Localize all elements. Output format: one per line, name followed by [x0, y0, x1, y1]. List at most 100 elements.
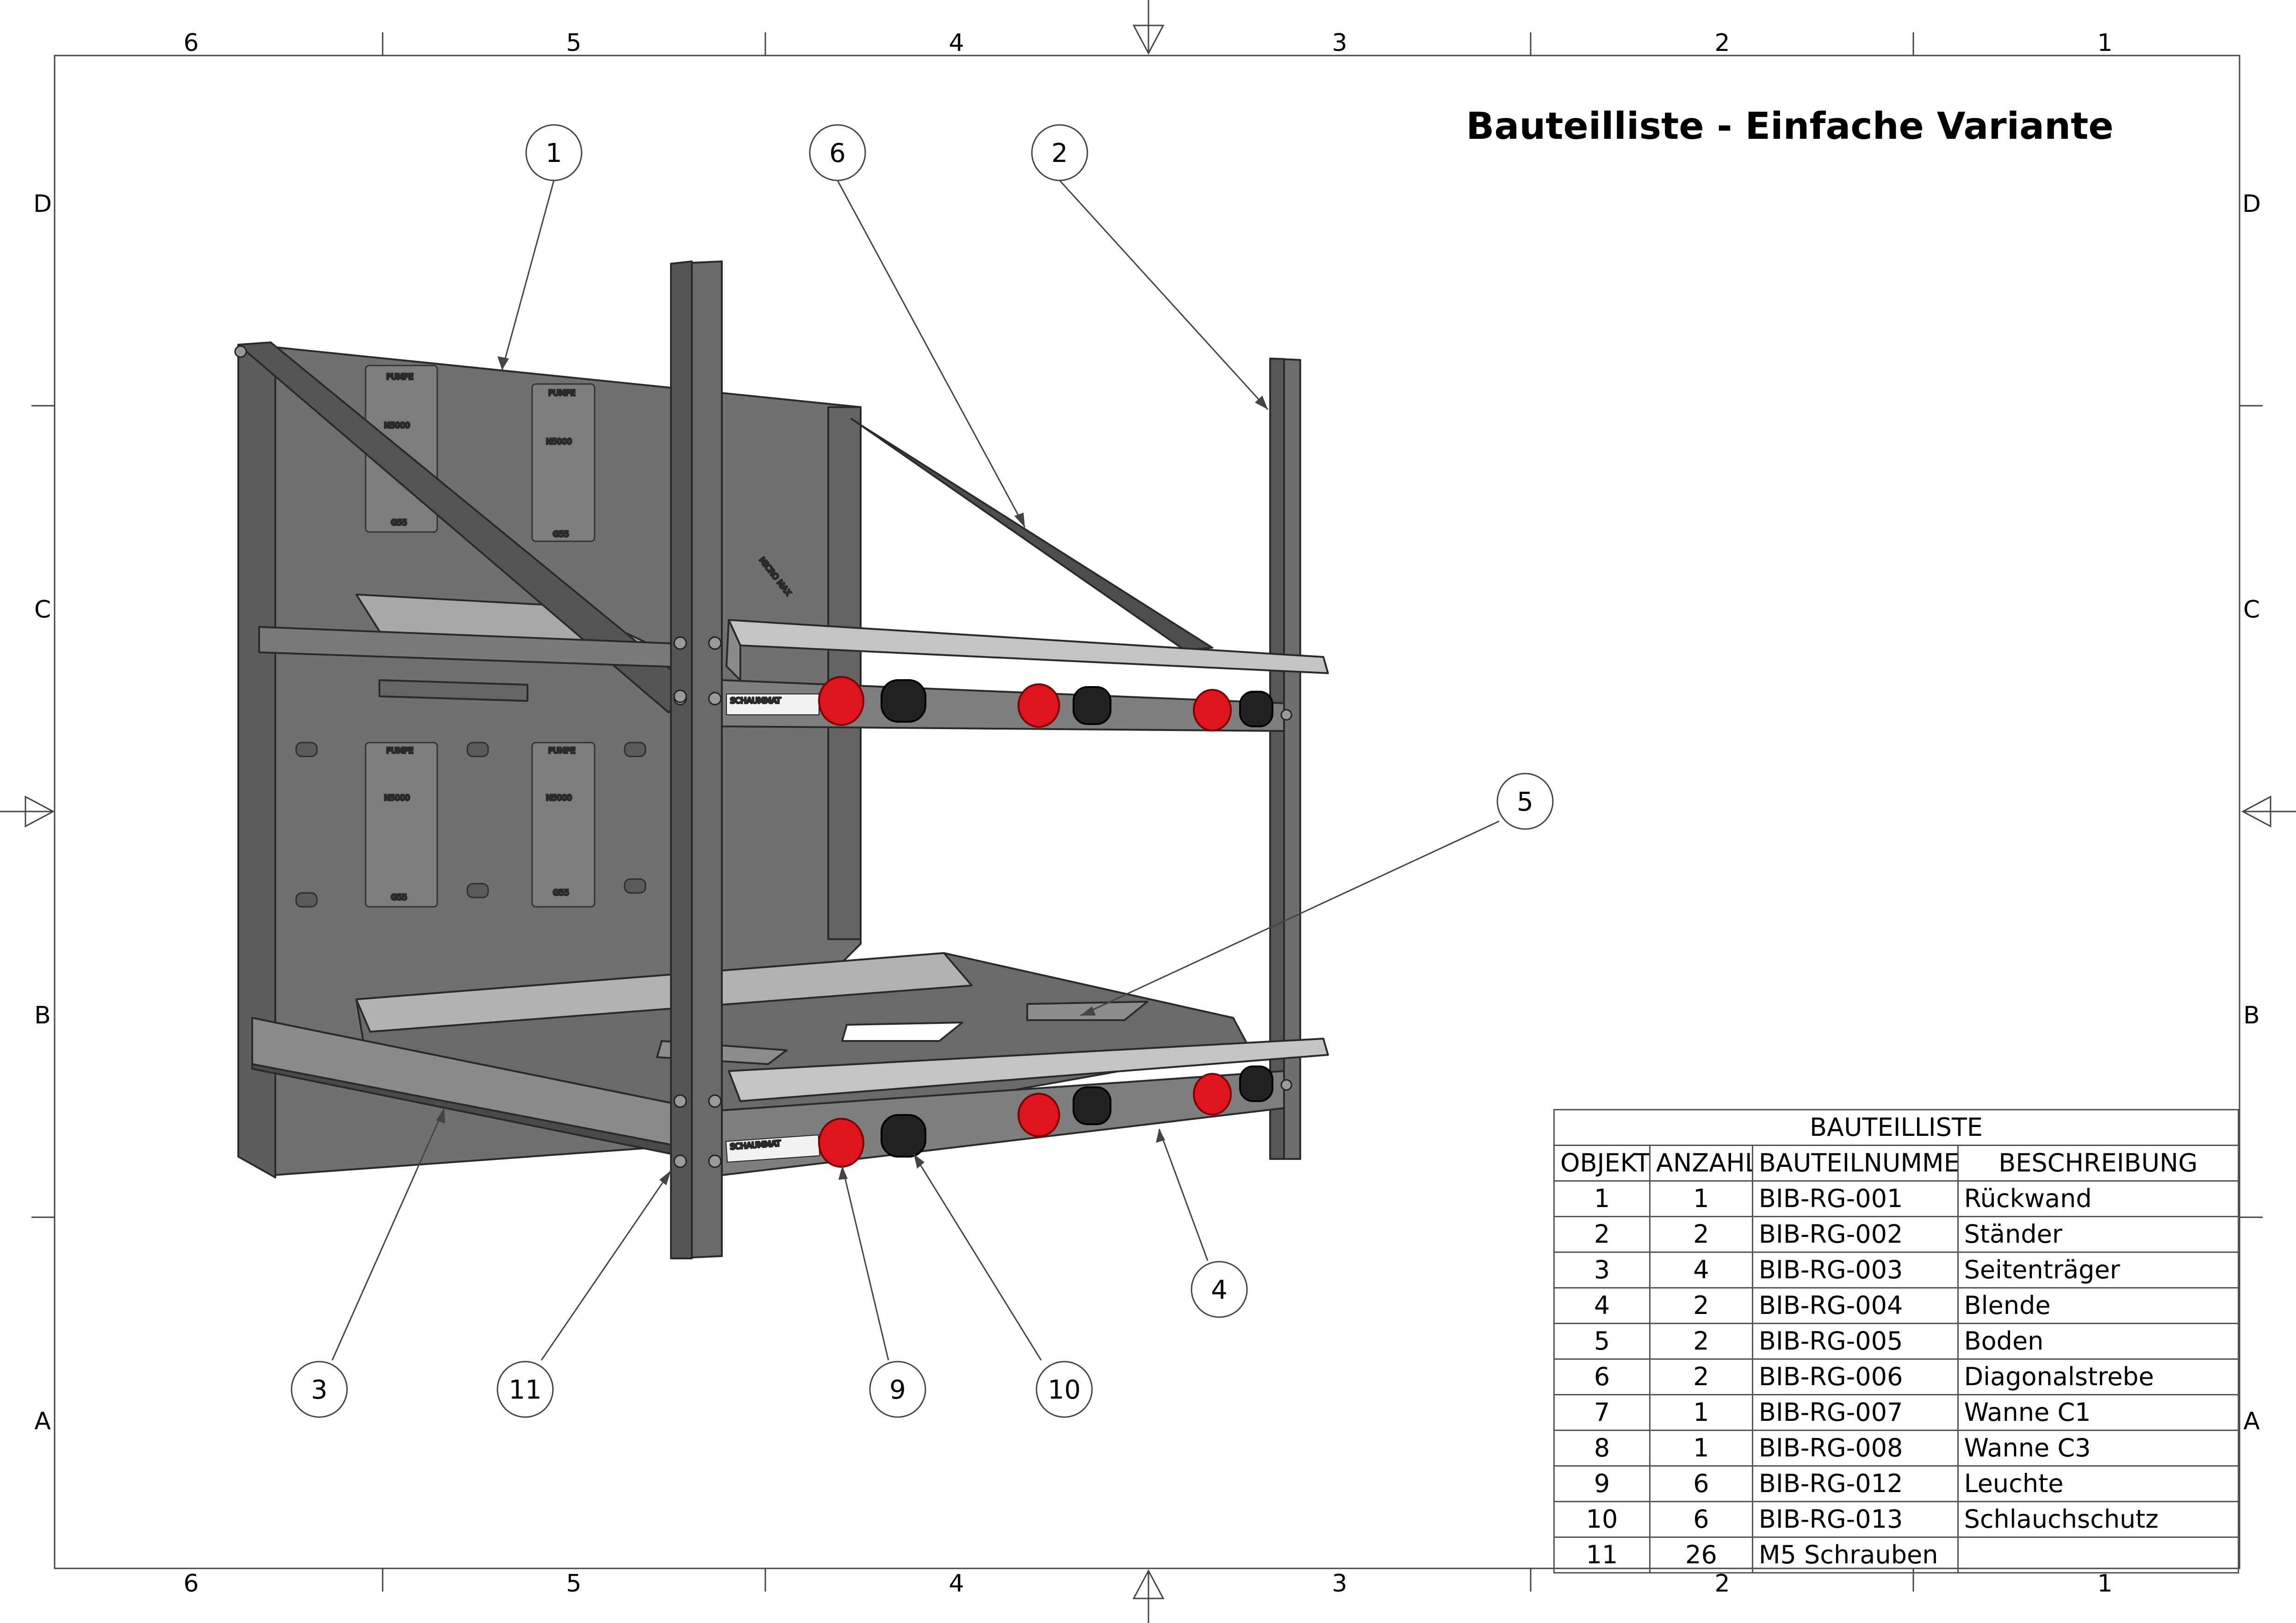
balloon-9 [869, 1361, 926, 1418]
cell-bauteilnummer: BIB-RG-006 [1751, 1358, 1959, 1395]
balloon-3-label: 3 [311, 1375, 328, 1405]
cell-objekt: 7 [1553, 1394, 1651, 1431]
plate-label-n5000-1: N5000 [384, 421, 410, 430]
cell-anzahl: 6 [1649, 1501, 1753, 1538]
balloon-6 [809, 124, 866, 181]
cell-anzahl: 2 [1649, 1323, 1753, 1360]
plate-label-pumpe-3: PUMPE [386, 746, 413, 756]
zone-bottom-5: 5 [566, 1570, 581, 1598]
balloon-3 [291, 1361, 348, 1418]
leader-lines [331, 180, 1500, 1361]
plate-label-n5000-3: N5000 [384, 793, 410, 803]
plate-label-n5000-4: N5000 [546, 793, 572, 803]
cell-objekt: 8 [1553, 1430, 1651, 1467]
cell-objekt: 5 [1553, 1323, 1651, 1360]
lamp-upper-3 [1193, 689, 1232, 731]
header-beschreibung: BESCHREIBUNG [1957, 1145, 2240, 1182]
header-anzahl: ANZAHL [1649, 1145, 1753, 1182]
lamps [818, 676, 1232, 1168]
balloon-4-label: 4 [1211, 1275, 1228, 1305]
zone-left-C: C [34, 596, 51, 624]
grommet-upper-1 [881, 679, 926, 723]
cell-anzahl: 1 [1649, 1430, 1753, 1467]
cell-beschreibung [1957, 1536, 2240, 1573]
cell-bauteilnummer: BIB-RG-001 [1751, 1180, 1959, 1217]
fascia-scales: SCHAUMMAT SCHAUMMAT [725, 694, 820, 1163]
upper-back-slot [379, 679, 528, 702]
cell-bauteilnummer: BIB-RG-008 [1751, 1430, 1959, 1467]
cell-beschreibung: Boden [1957, 1323, 2240, 1360]
grommet-upper-2 [1073, 686, 1111, 725]
cell-bauteilnummer: BIB-RG-007 [1751, 1394, 1959, 1431]
cell-objekt: 4 [1553, 1287, 1651, 1324]
cell-anzahl: 1 [1649, 1180, 1753, 1217]
back-wall-plates [365, 365, 596, 908]
drawing-frame [54, 55, 2240, 1569]
cell-objekt: 9 [1553, 1465, 1651, 1502]
cell-bauteilnummer: BIB-RG-003 [1751, 1251, 1959, 1288]
zone-top-2: 2 [1714, 29, 1730, 57]
cell-anzahl: 2 [1649, 1216, 1753, 1253]
cell-beschreibung: Schlauchschutz [1957, 1501, 2240, 1538]
zone-right-C: C [2243, 596, 2260, 624]
plate-label-pumpe-2: PUMPE [548, 389, 575, 398]
cell-beschreibung: Blende [1957, 1287, 2240, 1324]
zone-left-D: D [33, 190, 52, 218]
lamp-upper-2 [1018, 683, 1060, 728]
balloon-11 [496, 1361, 554, 1418]
cell-objekt: 2 [1553, 1216, 1651, 1253]
plate-label-pumpe-4: PUMPE [548, 746, 575, 756]
zone-top-3: 3 [1332, 29, 1347, 57]
balloon-2-label: 2 [1051, 138, 1068, 168]
balloon-9-label: 9 [889, 1375, 906, 1405]
lamp-lower-2 [1018, 1093, 1060, 1137]
cell-beschreibung: Wanne C1 [1957, 1394, 2240, 1431]
cell-beschreibung: Leuchte [1957, 1465, 2240, 1502]
grommets [881, 679, 1273, 1158]
zone-bottom-2: 2 [1714, 1570, 1730, 1598]
cell-anzahl: 26 [1649, 1536, 1753, 1573]
lamp-upper-1 [818, 676, 864, 726]
cell-bauteilnummer: M5 Schrauben [1751, 1536, 1959, 1573]
cell-objekt: 6 [1553, 1358, 1651, 1395]
drawing-title: Bauteilliste - Einfache Variante [1466, 105, 2113, 148]
cell-objekt: 1 [1553, 1180, 1651, 1217]
cell-bauteilnummer: BIB-RG-005 [1751, 1323, 1959, 1360]
cell-bauteilnummer: BIB-RG-013 [1751, 1501, 1959, 1538]
grommet-upper-3 [1239, 691, 1273, 727]
lower-floor-back-lip [355, 952, 973, 1033]
balloon-5 [1496, 773, 1554, 830]
zone-bottom-1: 1 [2097, 1570, 2112, 1598]
balloon-5-label: 5 [1517, 787, 1533, 817]
parts-list: BAUTEILLISTE OBJEKT ANZAHL BAUTEILNUMMER… [1553, 1109, 2240, 1573]
balloon-1 [525, 124, 583, 181]
cell-bauteilnummer: BIB-RG-012 [1751, 1465, 1959, 1502]
cell-objekt: 11 [1553, 1536, 1651, 1573]
plate-label-g55-3: G55 [391, 893, 407, 902]
cell-bauteilnummer: BIB-RG-004 [1751, 1287, 1959, 1324]
zone-bottom-4: 4 [949, 1570, 964, 1598]
cell-beschreibung: Seitenträger [1957, 1251, 2240, 1288]
lamp-lower-1 [818, 1118, 864, 1168]
cell-anzahl: 6 [1649, 1465, 1753, 1502]
lower-tub-lip [728, 1038, 1329, 1102]
lamp-lower-3 [1193, 1073, 1232, 1115]
zone-right-B: B [2243, 1002, 2260, 1029]
plate-label-g55-4: G55 [553, 888, 569, 898]
leader-arrowheads [436, 356, 1268, 1185]
cell-anzahl: 1 [1649, 1394, 1753, 1431]
cell-beschreibung: Diagonalstrebe [1957, 1358, 2240, 1395]
parts-list-title: BAUTEILLISTE [1553, 1109, 2239, 1146]
parts-list-table: BAUTEILLISTE OBJEKT ANZAHL BAUTEILNUMMER… [1553, 1109, 2240, 1573]
zone-ticks [31, 32, 2263, 1592]
